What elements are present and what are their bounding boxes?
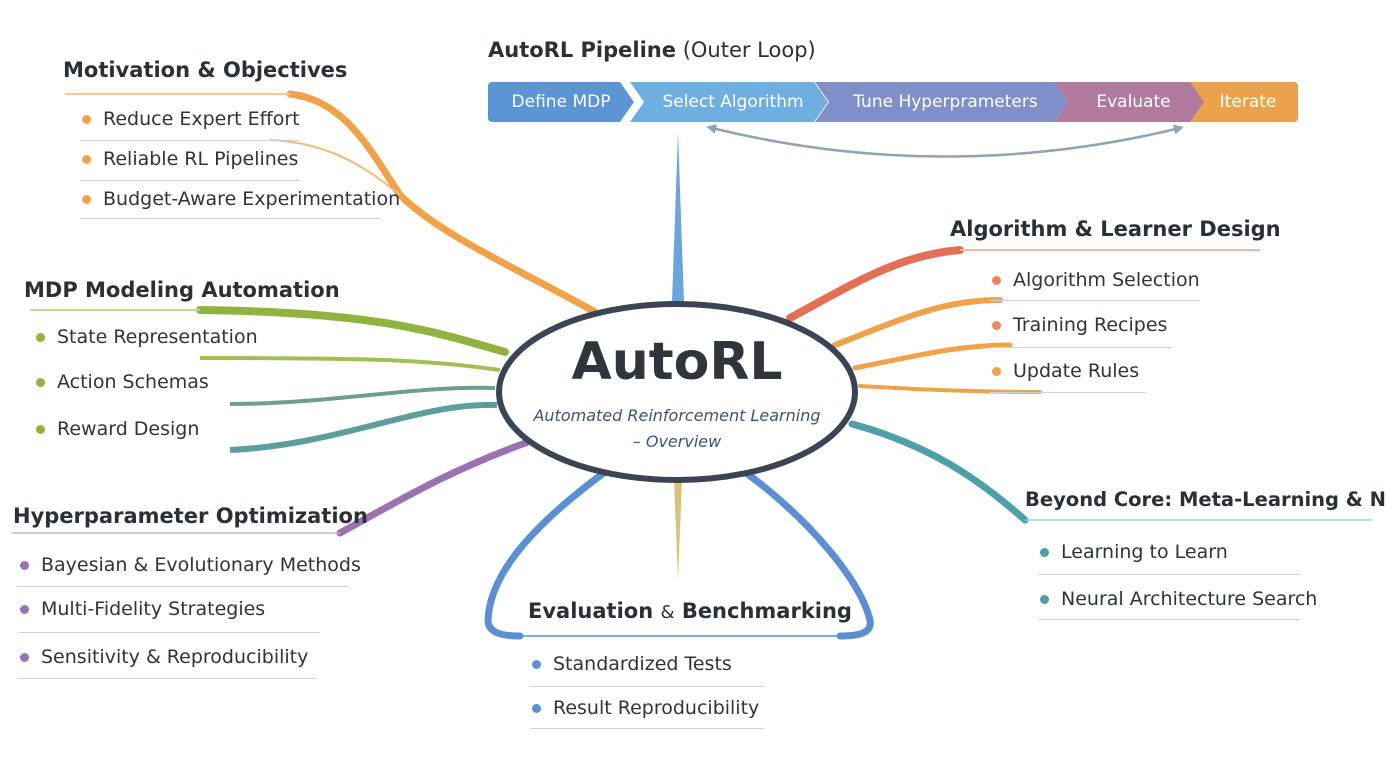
connector-pipeline [672,132,684,302]
hpo-item: Bayesian & Evolutionary Methods [20,554,361,576]
hpo-item: Multi-Fidelity Strategies [20,598,265,620]
bullet-icon [36,332,45,342]
bullet-icon [82,114,91,124]
hpo-item: Sensitivity & Reproducibility [20,646,308,668]
pipeline-step: Define MDP [488,82,634,122]
motivation-item: Reliable RL Pipelines [82,148,298,170]
evaluation-item: Result Reproducibility [532,697,759,719]
algorithm-item: Algorithm Selection [992,269,1200,291]
connector-beyond [848,420,1029,524]
motivation-item: Reduce Expert Effort [82,108,300,130]
connector-evaluation-right [741,468,874,640]
mdp-item: Reward Design [36,418,199,440]
pipeline-step: Iterate [1190,82,1298,122]
beyond-item: Neural Architecture Search [1040,588,1317,610]
connector-evaluation-center [674,480,682,580]
pipeline-step: Select Algorithm [630,82,828,122]
beyond-item: Learning to Learn [1040,541,1228,563]
connector-mdp [196,306,509,356]
pipeline-title: AutoRL Pipeline (Outer Loop) [488,38,816,62]
bullet-icon [36,424,45,434]
pipeline-step: Tune Hyperprameters [815,82,1068,122]
bullet-icon [20,560,29,570]
pipeline-loop-arrow [706,124,1184,158]
evaluation-title: Evaluation & Benchmarking [528,599,852,623]
bullet-icon [532,703,541,713]
motivation-title: Motivation & Objectives [63,58,348,82]
bullet-icon [36,377,45,387]
pipeline-step: Evaluate [1054,82,1205,122]
bullet-icon [20,652,29,662]
bullet-icon [992,366,1001,376]
bullet-icon [1040,594,1049,604]
center-title: AutoRL [571,332,783,392]
algorithm-title: Algorithm & Learner Design [950,217,1281,241]
center-node [496,301,858,483]
connector-motivation [286,90,599,316]
hpo-title: Hyperparameter Optimization [13,504,368,528]
bullet-icon [992,275,1001,285]
mdp-title: MDP Modeling Automation [24,278,340,302]
algorithm-item: Training Recipes [992,314,1167,336]
evaluation-item: Standardized Tests [532,653,732,675]
beyond-title: Beyond Core: Meta-Learning & NAS [1025,488,1386,511]
motivation-item: Budget-Aware Experimentation [82,188,400,210]
connector-hpo [336,438,532,537]
bullet-icon [992,320,1001,330]
bullet-icon [82,194,91,204]
center-subtitle: Automated Reinforcement Learning – Overv… [533,406,821,451]
algorithm-item: Update Rules [992,360,1139,382]
bullet-icon [532,659,541,669]
bullet-icon [82,154,91,164]
bullet-icon [20,604,29,614]
connector-algorithm [786,246,964,322]
mdp-item: State Representation [36,326,258,348]
connector-evaluation-left [484,468,609,640]
bullet-icon [1040,547,1049,557]
mdp-item: Action Schemas [36,371,209,393]
